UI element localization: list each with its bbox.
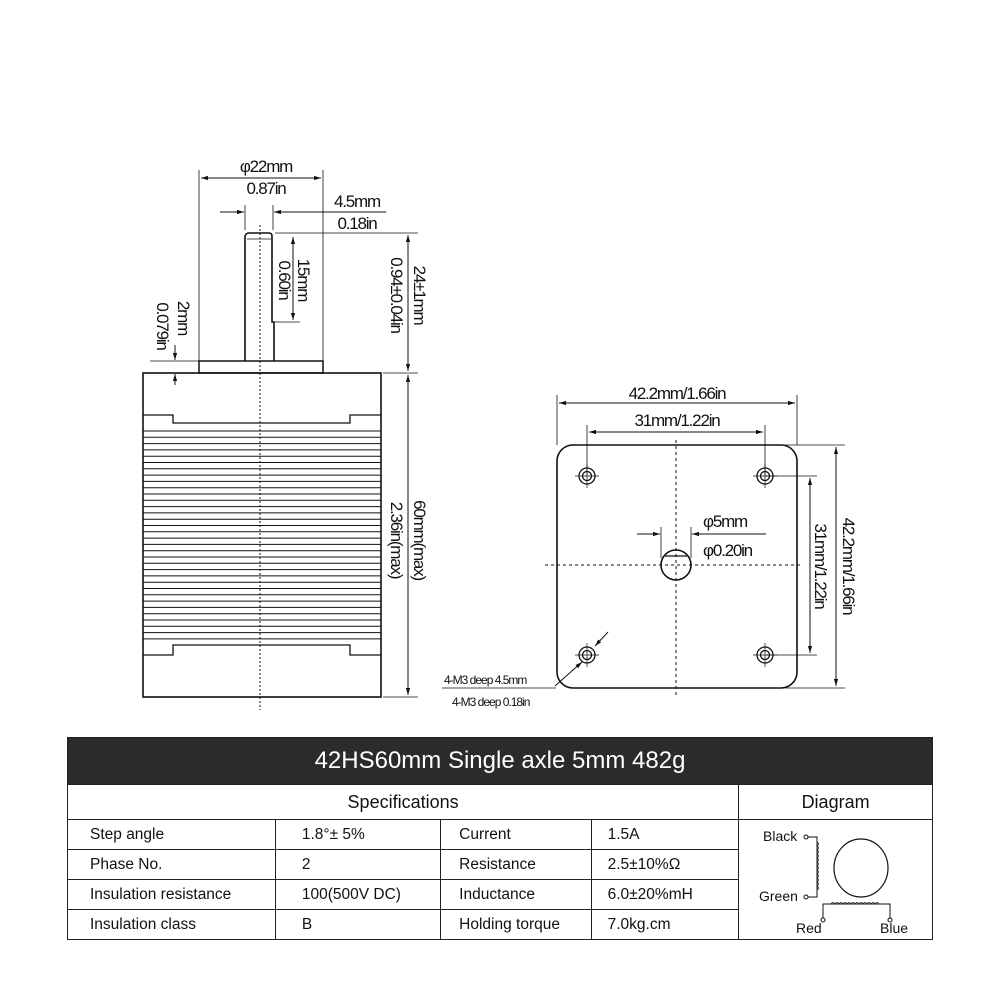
spec-label: Phase No.	[67, 849, 276, 880]
faceplate	[556, 444, 798, 689]
spec-label: Resistance	[440, 849, 592, 880]
rotor-circle	[833, 838, 889, 898]
spec-table: 42HS60mm Single axle 5mm 482g Specificat…	[66, 737, 933, 940]
technical-drawing: φ22mm 0.87in 4.5mm 0.18in 15mm 0.60in 24…	[142, 157, 858, 710]
body-length-in-label: 2.36in(max)	[387, 502, 406, 579]
shaft-length-in-label: 0.94±0.04in	[387, 257, 406, 333]
spec-value: 7.0kg.cm	[590, 909, 740, 940]
side-view	[142, 170, 418, 710]
front-view-labels: 42.2mm/1.66in 31mm/1.22in φ5mm φ0.20in 4…	[444, 384, 858, 709]
front-view	[442, 395, 845, 695]
flange-diameter-label: φ22mm	[240, 157, 293, 176]
flange-diameter-in-label: 0.87in	[246, 179, 286, 198]
hole-spacing-label: 31mm/1.22in	[634, 411, 720, 430]
shaft-flat-in-label: 0.18in	[337, 214, 377, 233]
table-row: Insulation class B Holding torque 7.0kg.…	[67, 909, 933, 940]
coil-b	[822, 903, 891, 918]
shaft	[244, 232, 275, 361]
holes-in-label: 4-M3 deep 0.18in	[452, 695, 530, 709]
shaft-diameter-in-label: φ0.20in	[703, 541, 753, 560]
shaft-flat-label: 4.5mm	[334, 192, 381, 211]
spec-header: Specifications	[66, 784, 740, 820]
spec-label: Step angle	[67, 819, 276, 850]
wire-blue-label: Blue	[880, 920, 908, 936]
spec-label: Insulation resistance	[67, 879, 276, 910]
table-row: Phase No. 2 Resistance 2.5±10%Ω	[67, 849, 933, 880]
table-row: Insulation resistance 100(500V DC) Induc…	[67, 879, 933, 910]
height-label: 42.2mm/1.66in	[839, 518, 858, 616]
coil-a	[808, 836, 818, 898]
spec-value: B	[274, 909, 442, 940]
terminal-black	[803, 834, 809, 840]
wiring-diagram-graphic: Black Green Red Blue	[759, 828, 908, 936]
width-label: 42.2mm/1.66in	[629, 384, 727, 403]
shaft-diameter-label: φ5mm	[703, 512, 748, 531]
flange-height-label: 2mm	[174, 301, 193, 336]
spec-value: 1.8°± 5%	[274, 819, 442, 850]
side-view-labels: φ22mm 0.87in 4.5mm 0.18in 15mm 0.60in 24…	[153, 157, 429, 580]
spec-value: 2	[274, 849, 442, 880]
spec-value: 6.0±20%mH	[590, 879, 740, 910]
spec-label: Holding torque	[440, 909, 592, 940]
table-row: Step angle 1.8°± 5% Current 1.5A Black G…	[67, 819, 933, 940]
wire-green-label: Green	[759, 888, 798, 904]
flat-length-in-label: 0.60in	[275, 260, 294, 300]
spec-value: 100(500V DC)	[274, 879, 442, 910]
wire-red-label: Red	[796, 920, 822, 936]
diagram-header: Diagram	[738, 784, 933, 820]
spec-label: Insulation class	[67, 909, 276, 940]
shaft-length-label: 24±1mm	[410, 266, 429, 326]
terminal-green	[803, 894, 809, 900]
table-title: 42HS60mm Single axle 5mm 482g	[67, 737, 933, 785]
wiring-diagram: Black Green Red Blue	[738, 819, 933, 940]
body-length-label: 60mm(max)	[410, 500, 429, 580]
flange-height-in-label: 0.079in	[153, 302, 172, 350]
spec-label: Current	[440, 819, 592, 850]
flat-length-label: 15mm	[294, 259, 313, 302]
spec-value: 1.5A	[590, 819, 740, 850]
wire-black-label: Black	[763, 828, 798, 844]
holes-label: 4-M3 deep 4.5mm	[444, 673, 527, 687]
spec-value: 2.5±10%Ω	[590, 849, 740, 880]
mounting-hole	[575, 643, 599, 667]
flange	[198, 360, 324, 374]
motor-body	[142, 372, 382, 698]
hole-spacing-v-label: 31mm/1.22in	[811, 523, 830, 609]
spec-label: Inductance	[440, 879, 592, 910]
